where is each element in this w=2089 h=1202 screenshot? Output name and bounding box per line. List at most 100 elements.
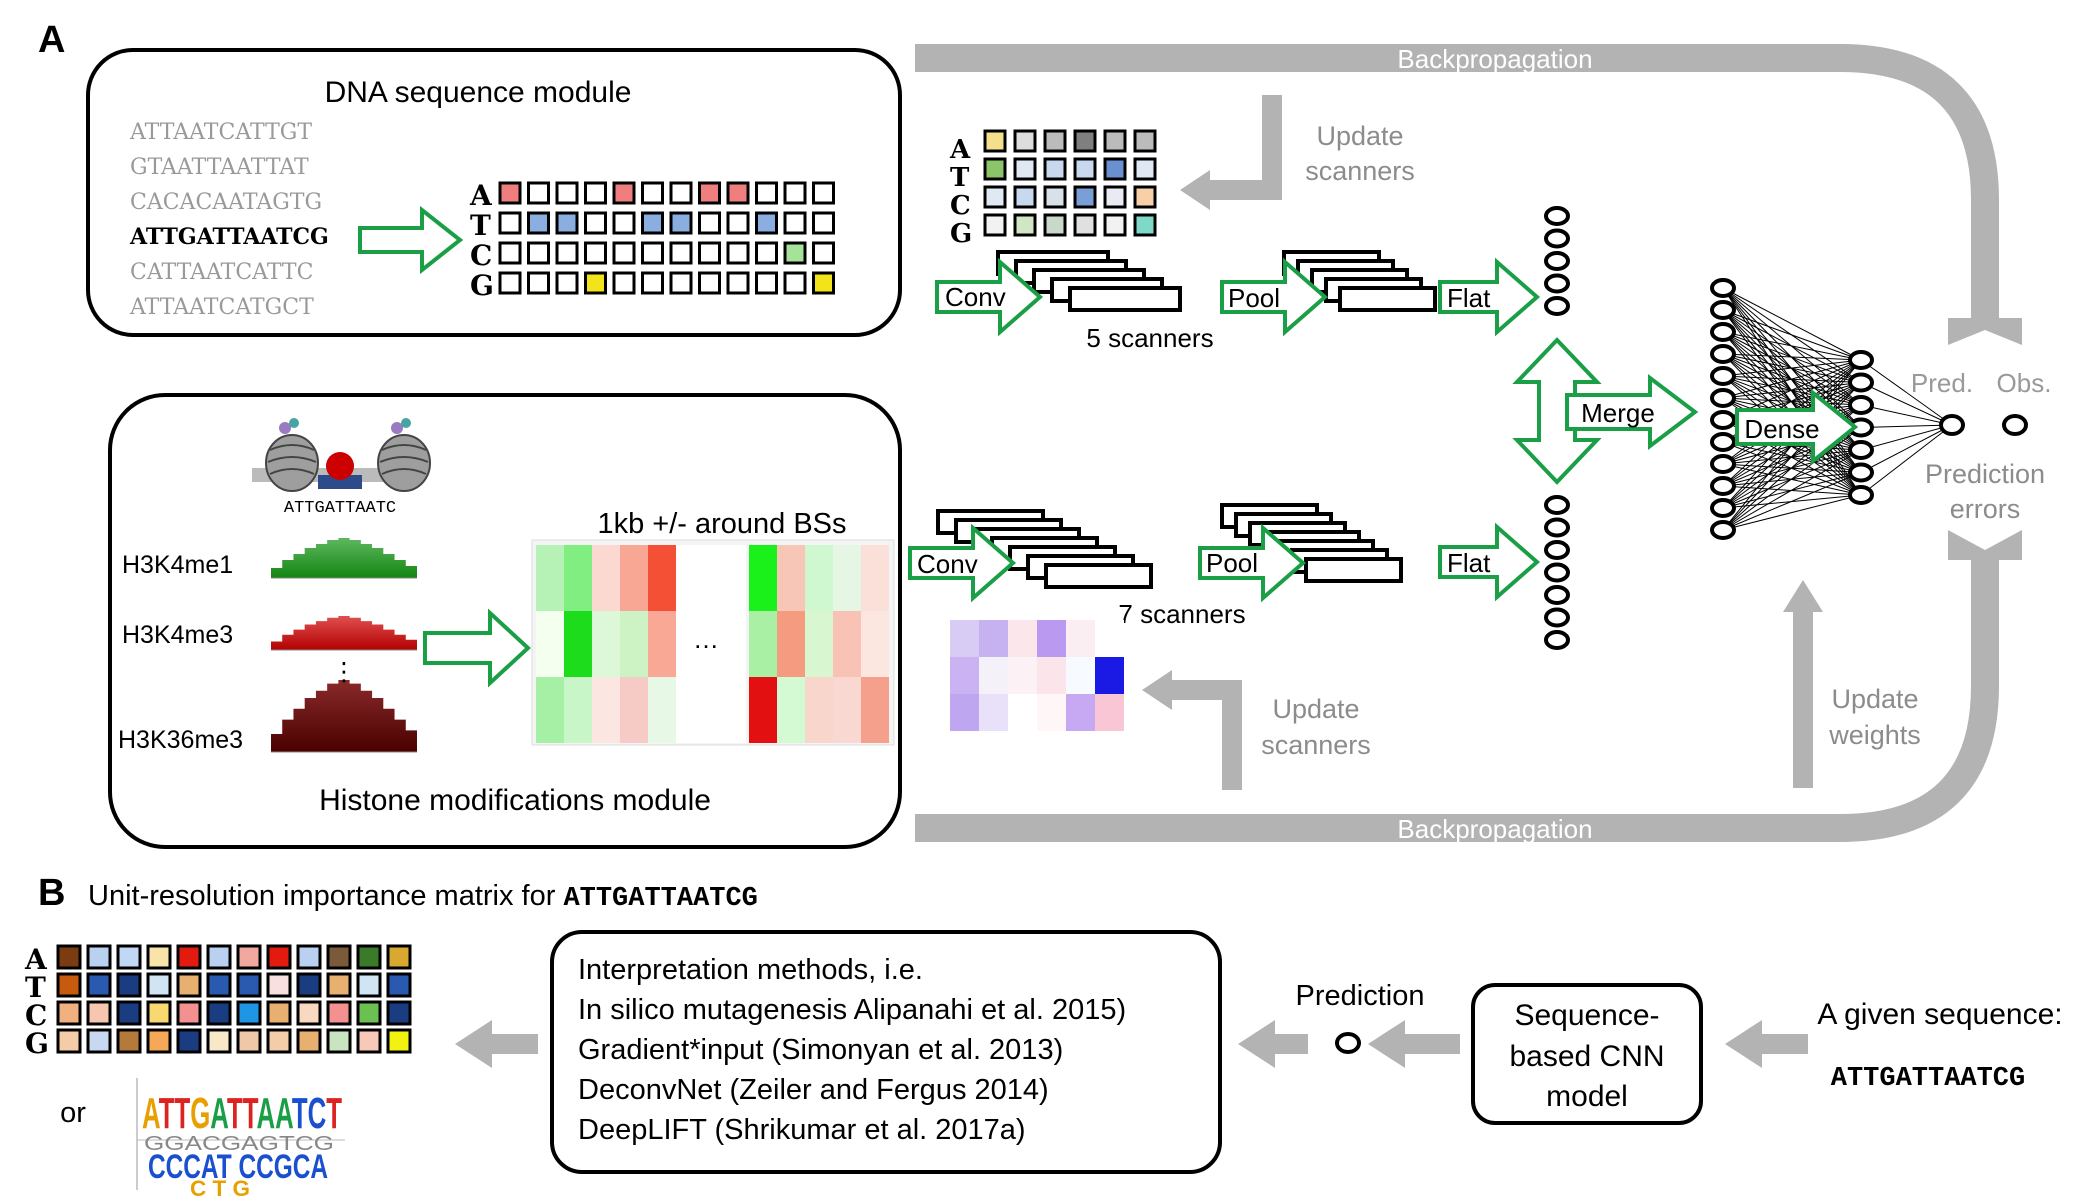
logo-mid-row: GGACGAGTCG (144, 1133, 334, 1155)
importance-cell (296, 944, 322, 970)
importance-cell (356, 1000, 382, 1026)
conv-label-bottom: Conv (917, 549, 978, 579)
kernel-base-C: C (950, 191, 971, 221)
dense-input-neuron (1710, 432, 1736, 452)
histone-kernel-cell (1008, 620, 1037, 657)
pred-node (1939, 414, 1965, 436)
histone-kernel-cell (1066, 657, 1095, 694)
dna-sequence-5: ATTAATCATGCT (129, 295, 314, 320)
dna-onehot-arrow (358, 205, 464, 275)
histone-mark-3: H3K36me3 (118, 726, 243, 754)
output-edge (1860, 424, 1953, 473)
heatmap-cell (620, 677, 648, 743)
or-label: or (60, 1097, 86, 1129)
onehot-cell (698, 211, 721, 235)
kernel-cell (983, 157, 1007, 181)
onehot-cell (612, 181, 636, 205)
kernel-cell (1043, 157, 1067, 181)
importance-cell (236, 944, 262, 970)
histone-track-0 (271, 538, 417, 578)
neuron (1544, 517, 1570, 538)
output-edge (1860, 424, 1953, 428)
onehot-cell (555, 181, 579, 205)
kernel-cell (1043, 185, 1067, 209)
heatmap-title: 1kb +/- around BSs (597, 508, 846, 540)
dna-sequence-3: ATTGATTAATCG (129, 224, 329, 250)
method-line-3: DeconvNet (Zeiler and Fergus 2014) (578, 1074, 1049, 1106)
importance-cell (116, 944, 142, 970)
model-line2: based CNN (1509, 1040, 1664, 1073)
conv-label-top: Conv (945, 282, 1006, 312)
dense-input-neuron (1710, 322, 1736, 342)
onehot-cell (555, 211, 579, 235)
importance-cell (176, 1028, 202, 1054)
prediction-errors-line2: errors (1950, 494, 2021, 524)
feature-map (1304, 557, 1403, 583)
flat-neurons-bottom (1544, 495, 1570, 650)
onehot-cell (812, 271, 835, 295)
onehot-cell (555, 241, 579, 265)
histone-heatmap (531, 539, 895, 746)
pool-arrow-top (1220, 257, 1329, 337)
pool-label-bottom: Pool (1206, 548, 1258, 578)
histone-kernel-cell (950, 620, 979, 657)
histone-kernel-cell (1095, 657, 1124, 694)
obs-node (2002, 414, 2028, 436)
onehot-cell (726, 241, 750, 265)
kernel-base-G: G (950, 219, 972, 249)
histone-kernel-cell (1037, 657, 1066, 694)
panel-b-letter: B (38, 872, 65, 914)
prediction-to-methods-arrow (1238, 1020, 1308, 1068)
heatmap-cell (833, 677, 861, 743)
heatmap-cell (861, 677, 889, 743)
importance-cell (146, 1028, 172, 1054)
histone-kernel-cell (1066, 620, 1095, 657)
heatmap-cell (564, 545, 592, 611)
prediction-label: Prediction (1296, 980, 1425, 1012)
kernel-cell (1013, 129, 1037, 153)
dense-input-neuron (1710, 344, 1736, 364)
onehot-cell (726, 181, 750, 205)
kernel-cell (1103, 157, 1127, 181)
histone-track-2 (271, 680, 417, 752)
histone-module-title: Histone modifications module (319, 784, 711, 817)
neuron (1544, 206, 1570, 226)
heatmap-cell (805, 677, 833, 743)
importance-cell (56, 944, 82, 970)
method-line-0: Interpretation methods, i.e. (578, 954, 923, 986)
heatmap-cell (592, 545, 620, 611)
dense-edge (1722, 427, 1862, 531)
panel-b-title: Unit-resolution importance matrix for AT… (88, 880, 758, 914)
histone-kernel-cell (950, 694, 979, 731)
importance-cell (356, 944, 382, 970)
dense-input-neuron (1710, 300, 1736, 320)
pool-label-top: Pool (1228, 283, 1280, 313)
onehot-cell (783, 181, 807, 205)
importance-cell (56, 1000, 82, 1026)
heatmap-cell (777, 611, 805, 677)
importance-cell (266, 1000, 292, 1026)
dense-input-neuron (1710, 454, 1736, 474)
kernel-cell (1133, 157, 1157, 181)
scanners-bottom-label: 7 scanners (1118, 599, 1245, 629)
importance-cell (146, 944, 172, 970)
heatmap-cell (592, 611, 620, 677)
kernel-cell (1043, 129, 1067, 153)
importance-cell (206, 944, 232, 970)
histone-kernel-cell (1008, 694, 1037, 731)
backprop-top-label: Backpropagation (1397, 44, 1592, 74)
onehot-cell (698, 181, 721, 205)
histone-kernel-cell (979, 657, 1008, 694)
onehot-cell (527, 181, 550, 205)
output-edge (1860, 424, 1953, 451)
onehot-cell (641, 211, 664, 235)
prediction-errors-line1: Prediction (1925, 459, 2045, 489)
kernel-cell (1103, 185, 1127, 209)
pred-label: Pred. (1911, 368, 1973, 398)
importance-cell (356, 1028, 382, 1054)
importance-cell (146, 1000, 172, 1026)
kernel-cell (1133, 213, 1157, 237)
heatmap-cell (620, 545, 648, 611)
kernel-cell (1103, 129, 1127, 153)
